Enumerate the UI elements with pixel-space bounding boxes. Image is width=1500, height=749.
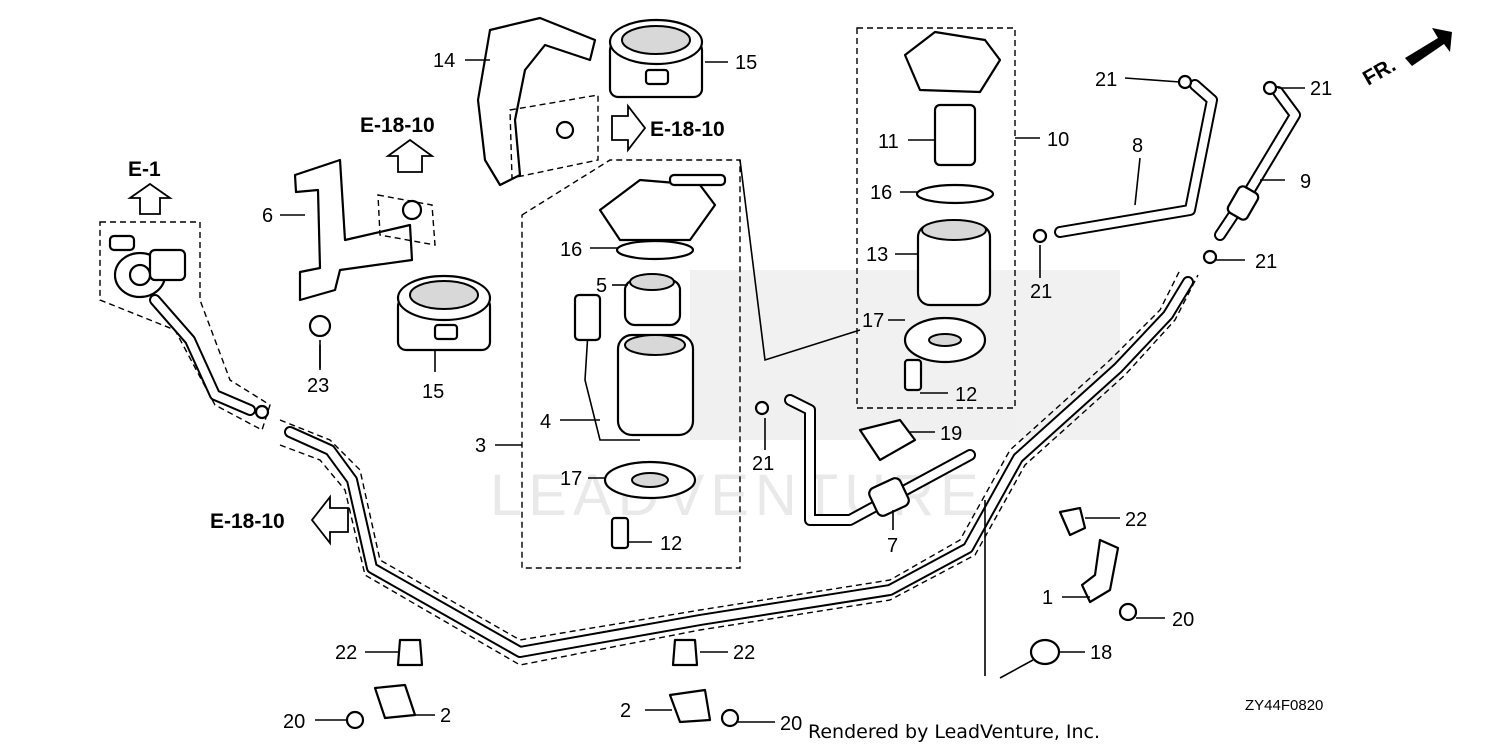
callout-11: 11 — [878, 131, 899, 153]
clips-21 — [254, 74, 1278, 420]
filter-assembly-10 — [856, 27, 1016, 409]
bracket-14 — [476, 16, 599, 187]
callout-5: 5 — [596, 275, 607, 297]
callout-19: 19 — [940, 423, 962, 445]
callout-22-left: 22 — [335, 642, 357, 664]
callout-1: 1 — [1042, 587, 1053, 609]
callout-12-right: 12 — [955, 384, 977, 406]
callout-3: 3 — [475, 435, 486, 457]
callout-9: 9 — [1300, 171, 1311, 193]
ref-arrow-e18-10-left[interactable]: E-18-10 — [210, 494, 349, 546]
callout-21-top-left: 21 — [1095, 69, 1117, 91]
callout-10: 10 — [1047, 129, 1069, 151]
ref-e18-10-mid-label: E-18-10 — [650, 118, 725, 141]
clamp-19 — [858, 418, 917, 462]
callout-6: 6 — [262, 205, 273, 227]
fuel-line-main — [279, 269, 1199, 666]
lower-right-parts — [984, 500, 1138, 679]
ref-arrow-e1[interactable]: E-1 — [127, 158, 173, 215]
lower-clamps — [345, 638, 740, 730]
callout-2-left: 2 — [440, 705, 451, 727]
callout-21-top-right: 21 — [1310, 78, 1332, 100]
callout-17-right: 17 — [862, 310, 884, 332]
hose-8 — [1054, 79, 1218, 238]
ref-arrow-e18-10-mid[interactable]: E-18-10 — [611, 103, 725, 153]
ref-e18-10-top-label: E-18-10 — [360, 114, 435, 137]
fuel-pump-part — [108, 234, 187, 299]
hose-7 — [784, 394, 976, 526]
callout-20-left: 20 — [283, 711, 305, 733]
callout-8: 8 — [1132, 135, 1143, 157]
callout-23: 23 — [307, 375, 329, 397]
callout-21-mid-left: 21 — [1030, 281, 1052, 303]
leader-lines — [280, 59, 1305, 723]
callout-18: 18 — [1090, 642, 1112, 664]
callout-22-right: 22 — [1125, 509, 1147, 531]
credit-text: Rendered by LeadVenture, Inc. — [808, 721, 1100, 743]
front-direction-label: FR. — [1359, 53, 1400, 90]
cup-15-upper — [608, 18, 704, 99]
bracket-6 — [293, 158, 436, 302]
callout-2-center: 2 — [620, 700, 631, 722]
ref-e1-label: E-1 — [128, 158, 161, 181]
callout-15-lower: 15 — [422, 381, 444, 403]
callout-17-left: 17 — [560, 468, 582, 490]
callout-21-mid-right: 21 — [1255, 251, 1277, 273]
callout-7: 7 — [887, 535, 898, 557]
front-direction-arrow: FR. — [1359, 28, 1452, 90]
callout-16-left: 16 — [560, 239, 582, 261]
callout-13: 13 — [866, 244, 888, 266]
callout-12-left: 12 — [660, 533, 682, 555]
filter-assembly-3 — [521, 159, 741, 569]
callout-4: 4 — [540, 411, 551, 433]
ref-e18-10-left-label: E-18-10 — [210, 510, 285, 533]
callout-21-center: 21 — [752, 453, 774, 475]
callout-20-right: 20 — [1172, 609, 1194, 631]
callout-16-right: 16 — [870, 182, 892, 204]
callout-labels: 14 15 6 23 15 16 5 4 3 17 12 11 16 13 17… — [262, 50, 1332, 735]
cup-15-lower — [396, 274, 492, 352]
callout-20-center: 20 — [780, 713, 802, 735]
drawing-code: ZY44F0820 — [1245, 697, 1323, 714]
callout-14: 14 — [433, 50, 455, 72]
ref-arrow-e18-10-top[interactable]: E-18-10 — [360, 114, 435, 173]
callout-15-upper: 15 — [735, 52, 757, 74]
hose-9 — [1214, 86, 1301, 241]
callout-22-center: 22 — [733, 642, 755, 664]
